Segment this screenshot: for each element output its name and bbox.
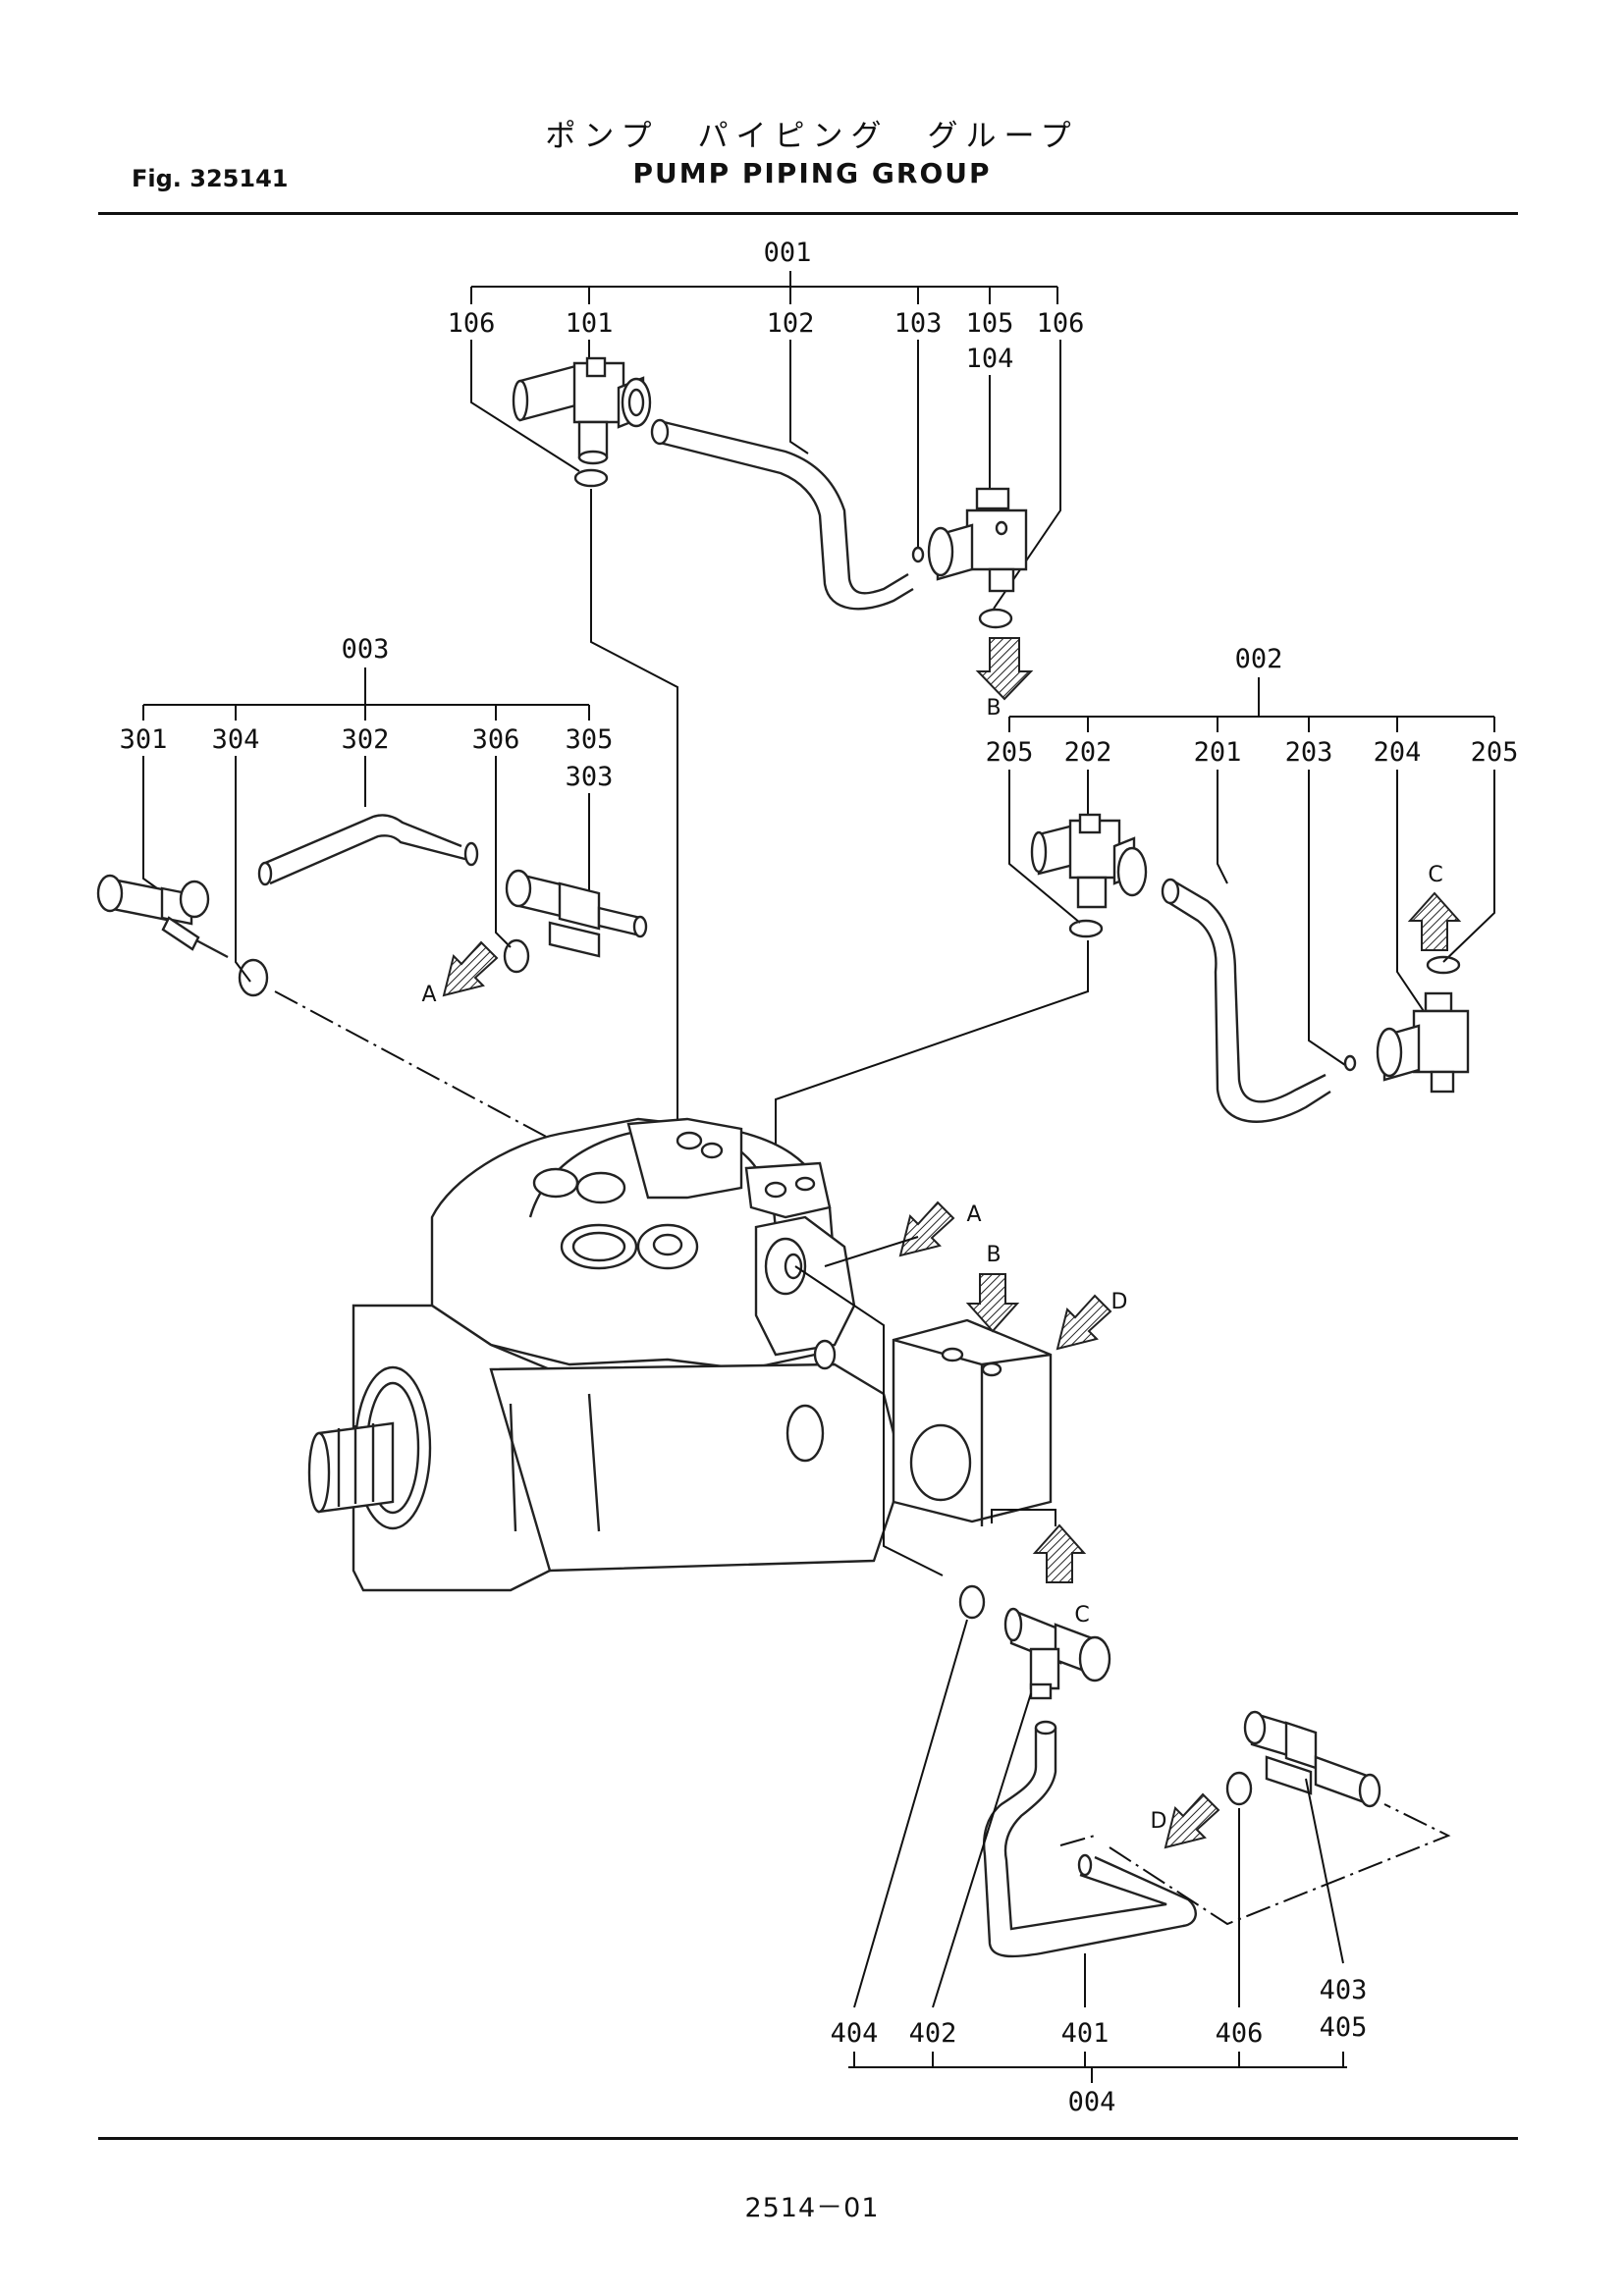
title-english: PUMP PIPING GROUP [632, 157, 992, 189]
view-arrow-a-icon [442, 940, 499, 997]
label-106: 106 [448, 308, 496, 339]
label-105: 105 [966, 308, 1014, 339]
arrow-label-d2: D [1151, 1809, 1167, 1834]
view-arrow-c-icon [1407, 891, 1462, 951]
label-405: 405 [1320, 2012, 1368, 2043]
label-106b: 106 [1037, 308, 1085, 339]
plug-203 [1343, 1054, 1357, 1072]
assembly-001: 001 106 101 102 103 105 104 106 [448, 238, 1085, 1129]
label-305: 305 [566, 724, 614, 755]
label-101: 101 [566, 308, 614, 339]
arrow-label-a: A [421, 983, 436, 1007]
o-ring-406 [1225, 1771, 1253, 1806]
label-104: 104 [966, 344, 1014, 374]
label-406: 406 [1216, 2018, 1264, 2049]
fitting-303 [505, 869, 648, 958]
page-number: 2514－01 [744, 2193, 880, 2223]
view-arrow-d2-icon [1164, 1792, 1220, 1849]
view-arrow-a2-icon [898, 1201, 955, 1257]
arrow-label-b2: B [986, 1243, 1001, 1267]
label-304: 304 [212, 724, 260, 755]
label-001: 001 [764, 238, 812, 268]
label-306: 306 [472, 724, 520, 755]
label-202: 202 [1064, 737, 1112, 768]
hydraulic-pump-body [307, 1117, 1053, 1592]
o-ring-106 [573, 468, 609, 488]
arrow-label-d: D [1111, 1290, 1128, 1314]
view-arrow-b-icon [975, 637, 1034, 701]
hose-401 [983, 1728, 1197, 1958]
o-ring-404 [958, 1584, 986, 1620]
o-ring-205b [1426, 955, 1461, 975]
label-201: 201 [1194, 737, 1242, 768]
fitting-202 [1030, 813, 1148, 909]
o-ring-304 [238, 958, 269, 997]
label-205b: 205 [1471, 737, 1519, 768]
arrow-label-c2: C [1074, 1603, 1089, 1628]
label-404: 404 [831, 2018, 879, 2049]
label-301: 301 [120, 724, 168, 755]
label-103: 103 [894, 308, 943, 339]
hose-201 [1173, 880, 1326, 1103]
fitting-104 [927, 487, 1028, 593]
hose-302 [262, 814, 462, 866]
fitting-402 [1003, 1607, 1111, 1700]
arrow-label-b: B [986, 696, 1001, 721]
o-ring-205 [1068, 919, 1104, 938]
view-arrow-b2-icon [965, 1273, 1020, 1333]
view-arrow-d-icon [1056, 1294, 1112, 1351]
label-004: 004 [1068, 2087, 1116, 2117]
pump-view-arrows: A B D C [824, 1201, 1128, 1628]
fitting-301 [96, 874, 229, 959]
label-401: 401 [1061, 2018, 1110, 2049]
o-ring-306 [503, 938, 530, 974]
arrow-label-a2: A [966, 1202, 981, 1227]
figure-number: Fig. 325141 [132, 165, 289, 192]
fitting-101 [512, 356, 652, 465]
label-205: 205 [986, 737, 1034, 768]
fitting-403 [1243, 1710, 1381, 1808]
label-002: 002 [1235, 644, 1283, 674]
label-402: 402 [909, 2018, 957, 2049]
assembly-002: 002 205 202 201 203 204 205 [775, 644, 1519, 1188]
o-ring-106b [978, 608, 1013, 629]
view-arrow-c2-icon [1032, 1523, 1087, 1583]
bottom-rule [98, 2137, 1518, 2140]
label-204: 204 [1374, 737, 1422, 768]
label-303: 303 [566, 762, 614, 792]
title-japanese: ポンプ パイピング グループ [545, 119, 1079, 154]
arrow-label-c: C [1428, 863, 1442, 887]
top-rule [98, 212, 1518, 215]
assembly-003: 003 301 304 302 306 305 303 [96, 634, 648, 1140]
label-102: 102 [767, 308, 815, 339]
label-302: 302 [342, 724, 390, 755]
fitting-204 [1376, 991, 1470, 1094]
plug-103 [911, 546, 925, 563]
assembly-004: D 403 404 402 401 406 405 004 [794, 1265, 1451, 2117]
label-003: 003 [342, 634, 390, 665]
hose-102 [663, 420, 909, 595]
label-203: 203 [1285, 737, 1333, 768]
label-403: 403 [1320, 1975, 1368, 2005]
